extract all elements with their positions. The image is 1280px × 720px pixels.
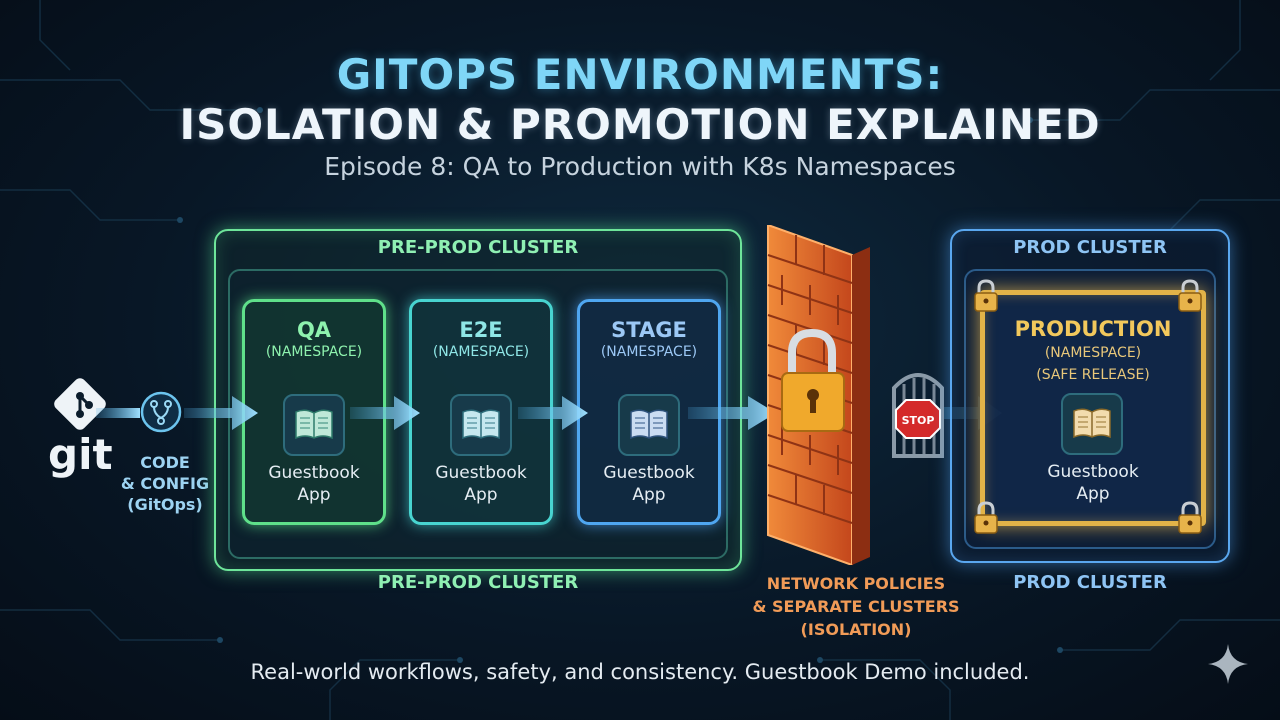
stop-sign-text: STOP: [902, 414, 935, 427]
sparkle-icon: [1208, 644, 1248, 684]
app-label: Guestbook App: [412, 462, 550, 506]
code-line-2: & CONFIG: [120, 474, 210, 493]
code-line-3: (GitOps): [127, 495, 203, 514]
isolation-label: NETWORK POLICIES & SEPARATE CLUSTERS (IS…: [728, 572, 984, 641]
book-icon: [1061, 393, 1123, 455]
namespace-note: (SAFE RELEASE): [1036, 367, 1150, 383]
app-line-2: App: [632, 485, 666, 505]
code-config-label: CODE & CONFIG (GitOps): [110, 452, 220, 515]
app-line-1: Guestbook: [268, 463, 360, 483]
book-icon: [450, 394, 512, 456]
merge-icon: [140, 391, 182, 433]
app-label: Guestbook App: [245, 462, 383, 506]
title-line-1: GITOPS ENVIRONMENTS:: [336, 50, 944, 99]
padlock-icon: [974, 501, 998, 534]
namespace-stage: STAGE (NAMESPACE) Guestbook App: [577, 299, 721, 525]
arrow-icon: [96, 396, 258, 430]
namespace-name: E2E: [459, 318, 503, 342]
app-line-1: Guestbook: [435, 463, 527, 483]
git-logo-icon: [54, 378, 106, 430]
app-label: Guestbook App: [580, 462, 718, 506]
padlock-icon: [1178, 501, 1202, 534]
isolation-line-1: NETWORK POLICIES: [766, 574, 946, 593]
padlock-icon: [781, 328, 845, 432]
git-wordmark: git: [48, 430, 113, 479]
preprod-label-bottom: PRE-PROD CLUSTER: [377, 572, 579, 593]
app-line-2: App: [297, 485, 331, 505]
prod-label-top: PROD CLUSTER: [1013, 237, 1167, 258]
footer-text: Real-world workflows, safety, and consis…: [250, 660, 1030, 684]
namespace-type: (NAMESPACE): [600, 344, 698, 360]
app-line-1: Guestbook: [603, 463, 695, 483]
isolation-line-3: (ISOLATION): [800, 620, 912, 639]
padlock-icon: [1178, 279, 1202, 312]
code-line-1: CODE: [140, 453, 190, 472]
namespace-name: STAGE: [611, 318, 687, 342]
prod-label-bottom: PROD CLUSTER: [1013, 572, 1167, 593]
arrow-icon: [518, 396, 588, 430]
preprod-label-top: PRE-PROD CLUSTER: [377, 237, 579, 258]
namespace-production: PRODUCTION (NAMESPACE) (SAFE RELEASE) Gu…: [980, 290, 1206, 526]
book-icon: [618, 394, 680, 456]
title-line-2: ISOLATION & PROMOTION EXPLAINED: [179, 100, 1101, 149]
stop-gate-icon: STOP: [892, 373, 944, 458]
namespace-name: QA: [296, 318, 332, 342]
subtitle: Episode 8: QA to Production with K8s Nam…: [324, 152, 956, 181]
namespace-type: (NAMESPACE): [432, 344, 530, 360]
app-line-2: App: [464, 485, 498, 505]
book-icon: [283, 394, 345, 456]
app-line-2: App: [1076, 484, 1110, 504]
isolation-line-2: & SEPARATE CLUSTERS: [752, 597, 960, 616]
app-line-1: Guestbook: [1047, 462, 1139, 482]
namespace-name: PRODUCTION: [1014, 317, 1172, 341]
firewall-icon: [767, 225, 870, 565]
namespace-type: (NAMESPACE): [265, 344, 363, 360]
arrow-icon: [350, 396, 420, 430]
arrow-icon: [688, 396, 776, 430]
app-label: Guestbook App: [985, 461, 1201, 505]
padlock-icon: [974, 279, 998, 312]
namespace-type: (NAMESPACE): [1044, 345, 1142, 361]
